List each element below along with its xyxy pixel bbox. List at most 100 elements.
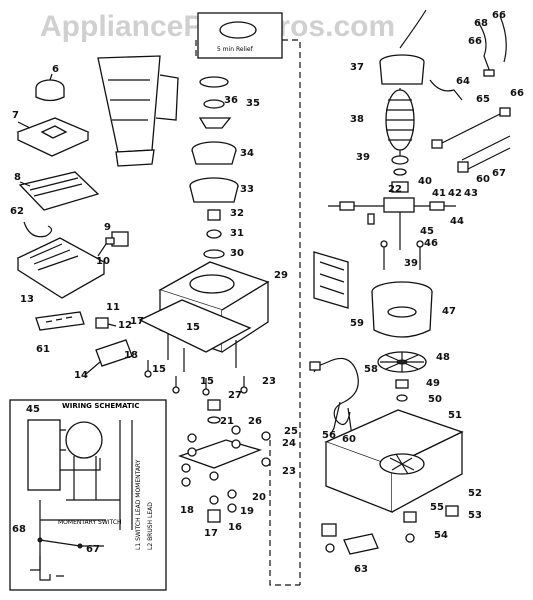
callout: 10	[96, 256, 110, 267]
fan-shroud	[371, 281, 433, 338]
callout: 29	[274, 270, 288, 281]
drive-components	[178, 399, 271, 523]
jar-cap	[35, 79, 65, 102]
pushbutton-strip	[35, 311, 85, 331]
jar-lid	[16, 117, 90, 157]
blender-base	[324, 409, 464, 513]
switch-bracket	[95, 339, 133, 367]
momentary-switch-label: MOMENTARY SWITCH	[58, 519, 122, 526]
lead-note-1: L1 SWITCH LEAD MOMENTARY	[135, 459, 142, 550]
callout: 63	[354, 564, 368, 575]
callout: 58	[364, 364, 378, 375]
motor-housing-top	[379, 54, 425, 85]
callout: 65	[476, 94, 490, 105]
callout: 56	[322, 430, 336, 441]
power-cord	[309, 357, 359, 437]
callout: 25	[284, 426, 298, 437]
callout: 47	[442, 306, 456, 317]
fan-nut	[395, 379, 409, 389]
armature	[385, 88, 415, 160]
callout: 43	[464, 188, 478, 199]
callout: 23	[262, 376, 276, 387]
callout: 50	[428, 394, 442, 405]
inset-label: 5 min Relief	[217, 46, 254, 53]
callout: 66	[510, 88, 524, 99]
callout: 55	[430, 502, 444, 513]
callout: 45	[26, 404, 40, 415]
callout: 67	[86, 544, 100, 555]
washer	[396, 394, 408, 402]
callout: 35	[246, 98, 260, 109]
callout: 8	[14, 172, 21, 183]
knob	[95, 317, 109, 329]
callout: 17	[130, 316, 144, 327]
callout: 34	[240, 148, 254, 159]
callout: 11	[106, 302, 120, 313]
part-callouts: 6 7 8 9 10 11 12 13 14 15 15 15 16 17 17…	[10, 10, 524, 575]
callout: 37	[350, 62, 364, 73]
callout: 41	[432, 188, 446, 199]
callout: 6	[52, 64, 59, 75]
callout: 66	[468, 36, 482, 47]
wiring-schematic-title: WIRING SCHEMATIC	[62, 402, 140, 410]
assembly-bracket-left-lower	[269, 440, 300, 586]
callout: 14	[74, 370, 88, 381]
fan-blade	[377, 351, 427, 373]
callout: 44	[450, 216, 464, 227]
callout: 12	[118, 320, 132, 331]
callout: 32	[230, 208, 244, 219]
blender-jar	[97, 55, 179, 167]
callout: 68	[12, 524, 26, 535]
callout: 39	[404, 258, 418, 269]
harness-wire	[23, 221, 53, 238]
lead-note-2: L2 BRUSH LEAD	[147, 502, 154, 550]
brush-holder-assembly	[328, 197, 456, 250]
callout: 15	[200, 376, 214, 387]
callout: 19	[240, 506, 254, 517]
callout: 68	[474, 18, 488, 29]
callout: 23	[282, 466, 296, 477]
callout: 59	[350, 318, 364, 329]
callout: 46	[424, 238, 438, 249]
callout: 22	[388, 184, 402, 195]
callout: 52	[468, 488, 482, 499]
callout: 15	[152, 364, 166, 375]
callout: 64	[456, 76, 470, 87]
callout: 39	[356, 152, 370, 163]
button-panel	[16, 237, 106, 299]
callout: 66	[492, 10, 506, 21]
callout: 54	[434, 530, 448, 541]
rubber-feet	[321, 505, 459, 553]
mounting-screws	[144, 360, 248, 396]
label-plate	[343, 533, 379, 555]
motor-screws	[380, 240, 424, 270]
callout: 7	[12, 110, 19, 121]
callout: 60	[342, 434, 356, 445]
callout: 20	[252, 492, 266, 503]
callout: 40	[418, 176, 432, 187]
insulator-plate	[313, 251, 349, 309]
wiring-schematic: WIRING SCHEMATIC MOMENTARY SWITCH L1 SWI…	[9, 399, 167, 591]
callout: 33	[240, 184, 254, 195]
callout: 38	[350, 114, 364, 125]
callout: 31	[230, 228, 244, 239]
blade-assembly	[189, 76, 239, 259]
callout: 60	[476, 174, 490, 185]
callout: 16	[228, 522, 242, 533]
callout: 49	[426, 378, 440, 389]
callout: 9	[104, 222, 111, 233]
callout: 30	[230, 248, 244, 259]
switch-assembly	[105, 231, 129, 247]
assembly-bracket-line	[282, 39, 301, 585]
callout: 18	[180, 505, 194, 516]
callout: 42	[448, 188, 462, 199]
callout: 26	[248, 416, 262, 427]
callout: 51	[448, 410, 462, 421]
callout: 61	[36, 344, 50, 355]
callout: 13	[20, 294, 34, 305]
bearing-parts	[391, 155, 409, 193]
callout: 48	[436, 352, 450, 363]
callout: 67	[492, 168, 506, 179]
callout: 27	[228, 390, 242, 401]
